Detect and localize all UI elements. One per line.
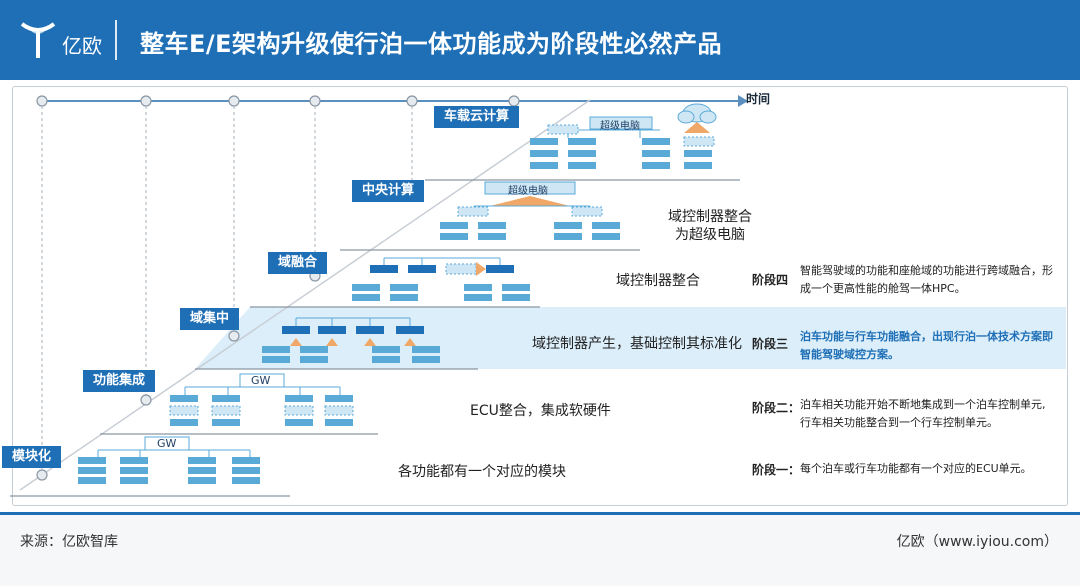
level1-modules (78, 436, 260, 484)
stage-two-text: 泊车相关功能开始不断地集成到一个泊车控制单元, 行车相关功能整合到一个行车控制单… (800, 398, 1046, 429)
header-separator (115, 20, 117, 60)
level-tag-domain-centralized: 域集中 (180, 308, 240, 330)
level-tag-modular: 模块化 (2, 446, 62, 468)
super-computer-label-level5: 超级电脑 (508, 186, 548, 197)
stage-two-label: 阶段二： (752, 401, 801, 415)
cloud-icon (677, 103, 717, 124)
level-tag-function-integration: 功能集成 (83, 370, 156, 392)
time-axis-label: 时间 (746, 92, 771, 106)
super-computer-label-level6: 超级电脑 (600, 121, 640, 132)
stage-four-label: 阶段四 (752, 273, 789, 287)
brand-name: 亿欧 (62, 34, 102, 58)
level-tag-domain-fusion: 域融合 (268, 252, 328, 274)
level2-description: ECU整合，集成软硬件 (470, 403, 611, 419)
level4-modules (352, 257, 530, 301)
timeline-dashed-guides (41, 106, 515, 470)
level3-description: 域控制器产生，基础控制其标准化 (532, 336, 742, 352)
source-text: 来源：亿欧智库 (20, 534, 118, 550)
gw-label-level1: GW (157, 437, 177, 450)
stage-one-label: 阶段一： (752, 463, 801, 477)
level4-description: 域控制器整合 (616, 273, 700, 289)
level3-modules (262, 317, 440, 363)
level5-description: 域控制器整合 为超级电脑 (668, 209, 752, 243)
page-title: 整车E/E架构升级使行泊一体功能成为阶段性必然产品 (140, 30, 723, 58)
level-tag-cloud-computing: 车载云计算 (434, 106, 520, 128)
stage-three-text: 泊车功能与行车功能融合，出现行泊一体技术方案即 智能驾驶域控方案。 (800, 330, 1053, 361)
level6-modules (530, 103, 717, 169)
gw-label-level2: GW (251, 374, 271, 387)
stage-four-text: 智能驾驶域的功能和座舱域的功能进行跨域融合，形 成一个更高性能的舱驾一体HPC。 (800, 264, 1053, 295)
evolution-diagonal (19, 99, 591, 491)
level1-description: 各功能都有一个对应的模块 (398, 464, 566, 480)
time-axis-arrow-icon (738, 95, 748, 107)
step-base-lines (10, 179, 740, 497)
yiou-logo-icon (20, 22, 56, 58)
level-tag-central-computing: 中央计算 (352, 180, 425, 202)
level2-modules (169, 373, 354, 426)
level5-modules (440, 181, 620, 240)
stage-one-text: 每个泊车或行车功能都有一个对应的ECU单元。 (800, 462, 1032, 475)
footer-bar: 来源：亿欧智库 亿欧（www.iyiou.com） (0, 512, 1080, 586)
header-bar: 亿欧 整车E/E架构升级使行泊一体功能成为阶段性必然产品 (0, 0, 1080, 80)
site-text: 亿欧（www.iyiou.com） (896, 534, 1058, 550)
stage-three-label: 阶段三 (752, 337, 789, 351)
